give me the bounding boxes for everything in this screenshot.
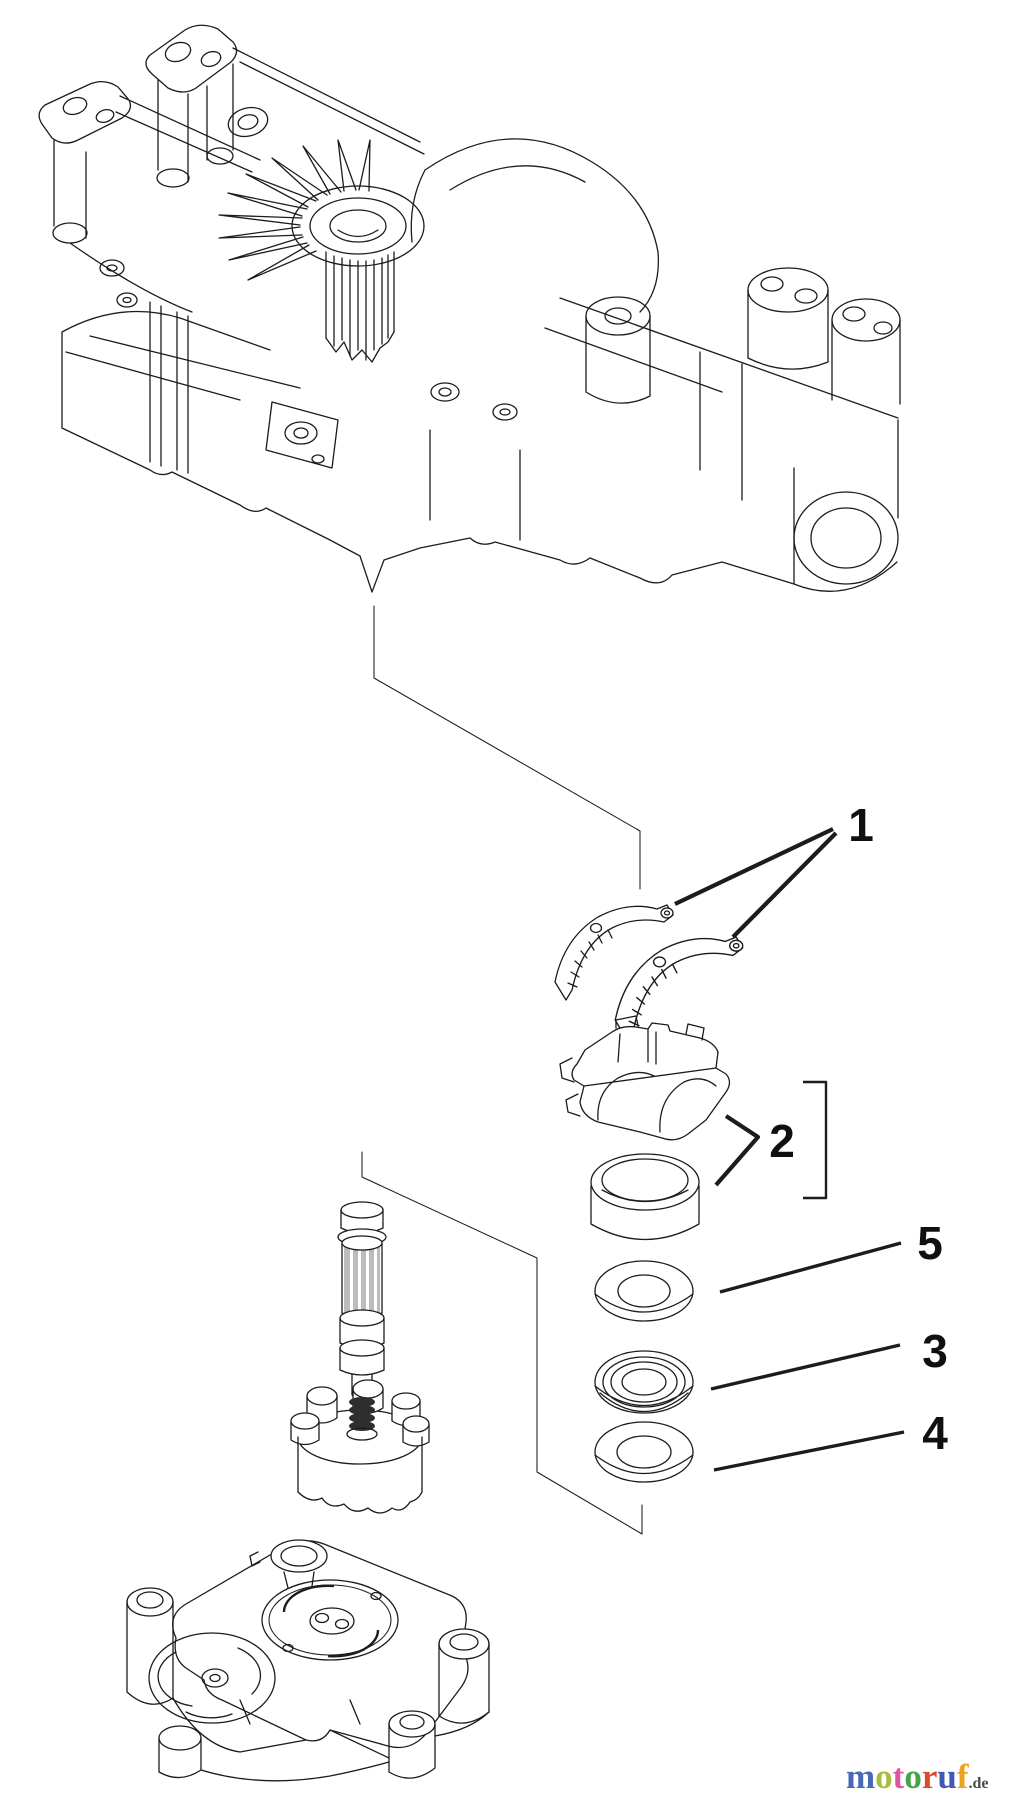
logo-letter: m xyxy=(846,1757,876,1796)
hub-opening xyxy=(291,185,425,267)
pump-piston-block xyxy=(290,1379,430,1514)
callout-2-label: 2 xyxy=(769,1115,795,1167)
port-face xyxy=(261,1579,399,1661)
bearing-half-shell-lower xyxy=(614,936,744,1041)
spline-bore xyxy=(325,251,395,363)
logo-letter: u xyxy=(937,1757,957,1796)
callout-3-leader xyxy=(710,1343,901,1391)
case-leader-line xyxy=(373,605,641,890)
callout-4: 4 xyxy=(713,1407,948,1472)
flat-washer xyxy=(594,1421,694,1483)
logo-letter: o xyxy=(904,1757,922,1796)
logo-letter: t xyxy=(892,1757,905,1796)
motoruf-watermark-logo[interactable]: motoruf.de xyxy=(846,1758,1016,1796)
logo-letter: r xyxy=(921,1757,938,1796)
case-bottom-flange xyxy=(61,427,795,593)
center-section-housing xyxy=(126,1539,490,1782)
callout-3-label: 3 xyxy=(922,1325,948,1377)
callout-1-arrow-a xyxy=(674,827,834,906)
ball-bearing xyxy=(594,1350,694,1414)
logo-suffix: .de xyxy=(968,1775,989,1792)
callout-1: 1 xyxy=(674,799,874,939)
dome-cover xyxy=(424,138,660,313)
callout-5-label: 5 xyxy=(917,1217,943,1269)
axle-bore xyxy=(793,419,899,592)
bearing-half-shell-upper xyxy=(554,904,674,1001)
pump-spring xyxy=(346,1397,378,1441)
callout-2-chevron xyxy=(714,1114,761,1187)
callout-4-label: 4 xyxy=(922,1407,948,1459)
block-scalloped-edge xyxy=(297,1491,423,1514)
transaxle-case xyxy=(38,24,901,593)
callout-5-leader xyxy=(719,1241,902,1294)
logo-letter: f xyxy=(956,1757,969,1796)
callout-3: 3 xyxy=(710,1325,948,1391)
bearing-race-ring xyxy=(590,1153,700,1241)
callout-1-arrow-b xyxy=(731,831,838,939)
callout-4-leader xyxy=(713,1430,905,1472)
callout-2-bracket xyxy=(803,1080,828,1200)
shaft-leader-line xyxy=(361,1151,643,1535)
shift-cam-block xyxy=(559,1015,731,1141)
callout-1-label: 1 xyxy=(848,799,874,851)
callout-5: 5 xyxy=(719,1217,943,1294)
logo-letter: o xyxy=(875,1757,893,1796)
splined-pump-shaft xyxy=(337,1201,387,1400)
cooling-fins xyxy=(218,139,371,281)
callout-2: 2 xyxy=(714,1080,828,1200)
thrust-washer xyxy=(594,1260,694,1322)
gear-drum xyxy=(148,1632,276,1724)
